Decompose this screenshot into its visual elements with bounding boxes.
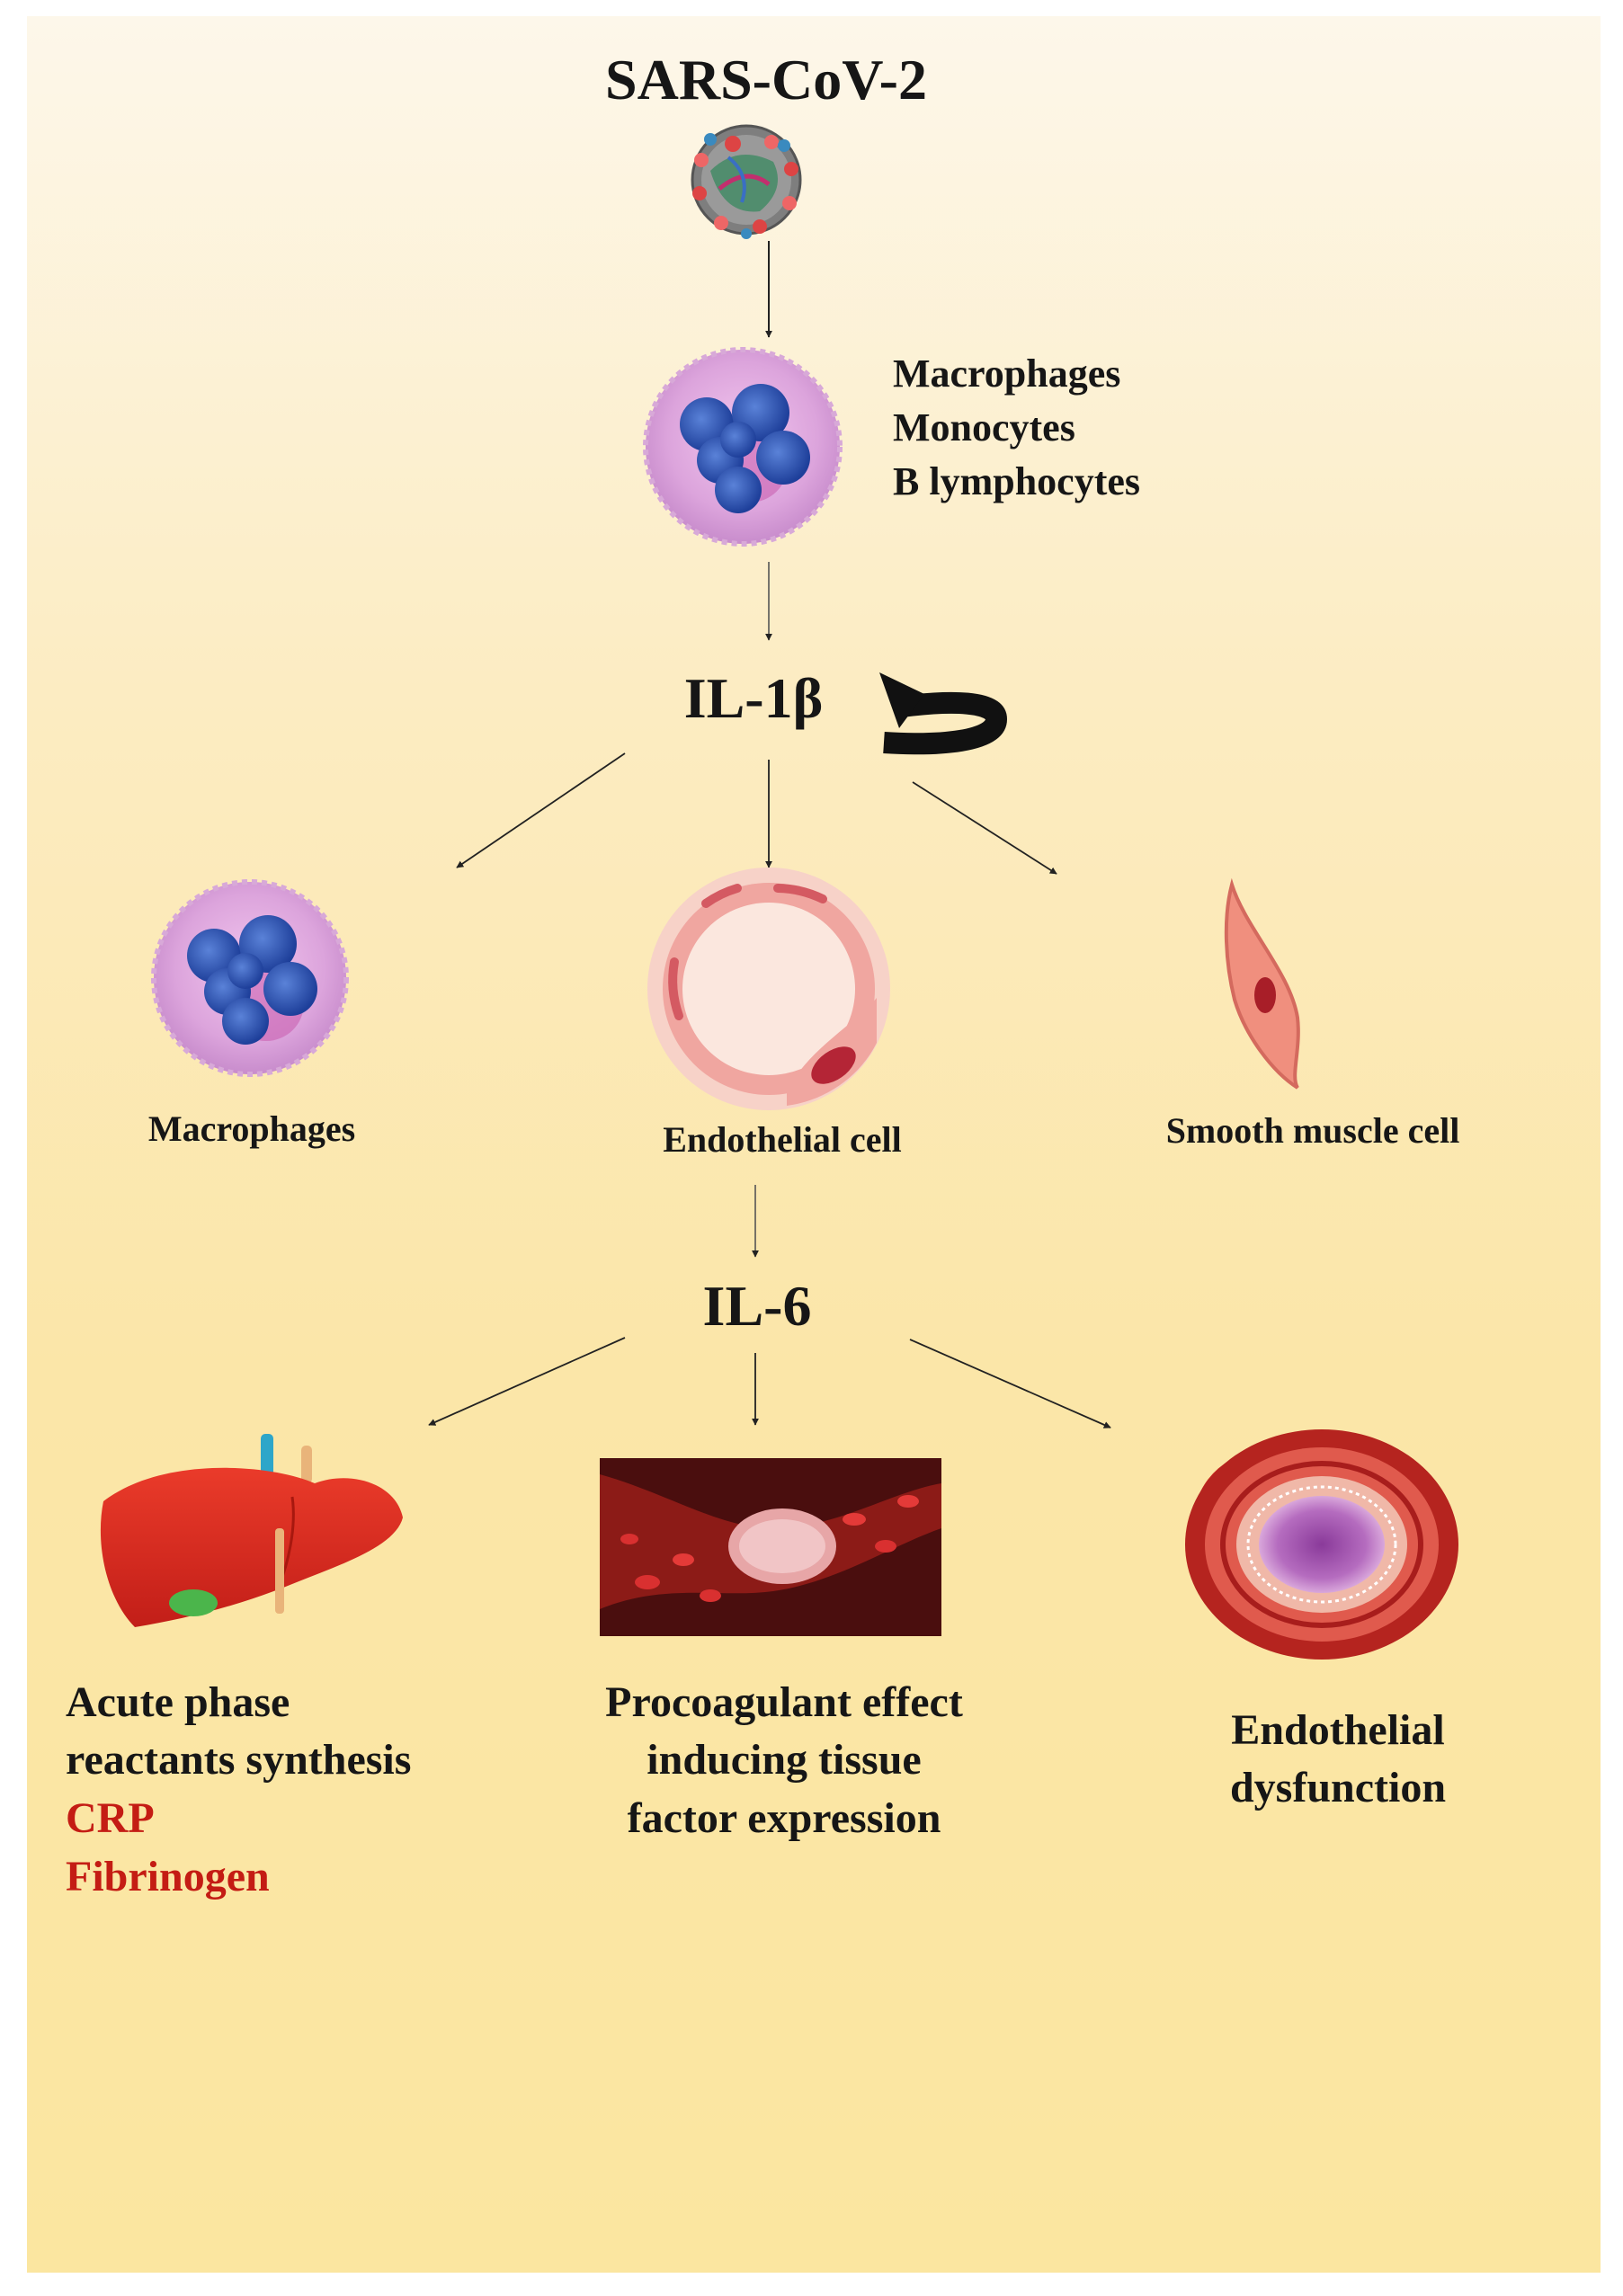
autocrine-loop-arrow-icon bbox=[879, 672, 1008, 755]
procoagulant-text-3: factor expression bbox=[627, 1794, 941, 1842]
procoagulant-text-2: inducing tissue bbox=[647, 1736, 922, 1784]
immune-cell-label-2: Monocytes bbox=[893, 405, 1075, 449]
endothelial-cell-icon bbox=[647, 868, 890, 1110]
arrow-il6-to-liver bbox=[428, 1337, 626, 1426]
smooth-muscle-cell-icon bbox=[1224, 877, 1300, 1090]
macrophages-label: Macrophages bbox=[147, 1108, 356, 1149]
crp-label: CRP bbox=[66, 1794, 155, 1842]
blood-clot-icon bbox=[600, 1458, 941, 1636]
virus-label: SARS-CoV-2 bbox=[605, 48, 927, 111]
immune-cell-label-1: Macrophages bbox=[893, 352, 1121, 396]
liver-icon bbox=[100, 1434, 403, 1627]
procoagulant-text-1: Procoagulant effect bbox=[605, 1678, 963, 1726]
arrow-il1b-to-smooth-muscle bbox=[912, 781, 1057, 875]
liver-text-1: Acute phase bbox=[66, 1678, 290, 1726]
il1b-label: IL-1β bbox=[683, 666, 824, 730]
fibrinogen-label: Fibrinogen bbox=[66, 1853, 270, 1900]
liver-text-2: reactants synthesis bbox=[66, 1736, 412, 1784]
endothelial-dysfunction-text-2: dysfunction bbox=[1229, 1764, 1447, 1811]
arrow-il6-to-endo-dys bbox=[909, 1339, 1111, 1428]
artery-cross-section-icon bbox=[1185, 1429, 1458, 1660]
macrophage-icon bbox=[151, 879, 349, 1077]
immune-cell-icon bbox=[643, 347, 843, 547]
endothelial-dysfunction-text-1: Endothelial bbox=[1231, 1706, 1445, 1754]
il6-label: IL-6 bbox=[702, 1274, 812, 1338]
immune-cell-label-3: B lymphocytes bbox=[893, 459, 1140, 503]
endothelial-cell-label: Endothelial cell bbox=[663, 1119, 902, 1160]
virus-icon bbox=[691, 124, 802, 239]
arrow-il1b-to-macrophages bbox=[456, 752, 626, 868]
smooth-muscle-cell-label: Smooth muscle cell bbox=[1165, 1110, 1460, 1151]
